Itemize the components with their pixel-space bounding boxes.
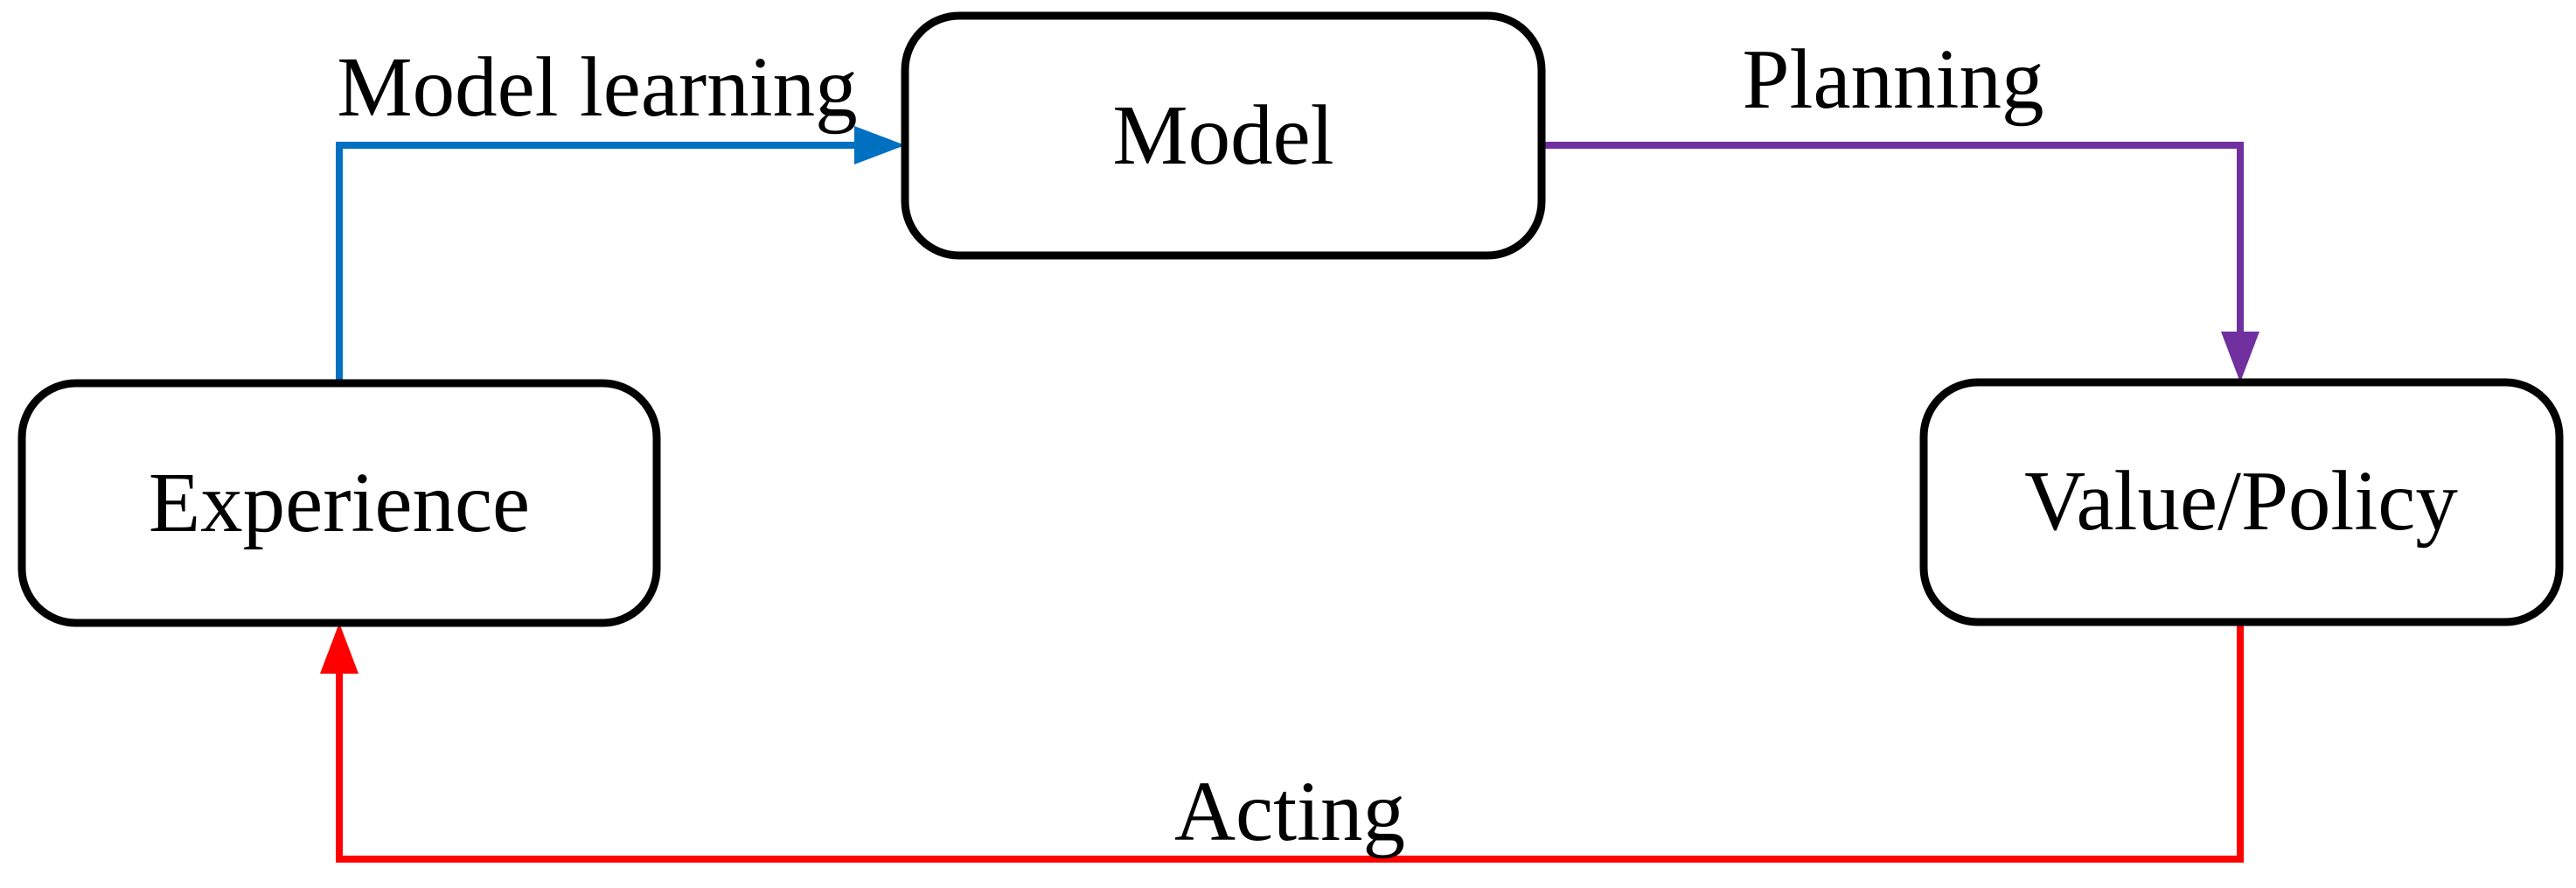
edge-planning: Planning [1542, 32, 2259, 382]
acting-arrowhead-icon [320, 623, 359, 674]
acting-line [336, 622, 2244, 863]
planning-arrowhead-icon [2221, 332, 2259, 382]
node-value-policy: Value/Policy [1919, 378, 2564, 626]
model-learning-label: Model learning [337, 40, 857, 134]
value-policy-label: Value/Policy [2024, 454, 2458, 548]
model-label: Model [1112, 88, 1333, 182]
model-learning-arrowhead-icon [854, 126, 905, 164]
node-model: Model [901, 11, 1546, 260]
planning-line [1542, 142, 2244, 333]
edge-model-learning: Model learning [336, 40, 905, 383]
node-experience: Experience [17, 379, 661, 627]
value-policy-rect [1919, 378, 2564, 626]
model-rect [901, 11, 1546, 260]
planning-label: Planning [1743, 32, 2044, 126]
acting-label: Acting [1174, 765, 1405, 858]
model-learning-line [336, 142, 856, 383]
experience-label: Experience [149, 456, 530, 549]
experience-rect [17, 379, 661, 627]
edge-acting: Acting [320, 622, 2244, 863]
